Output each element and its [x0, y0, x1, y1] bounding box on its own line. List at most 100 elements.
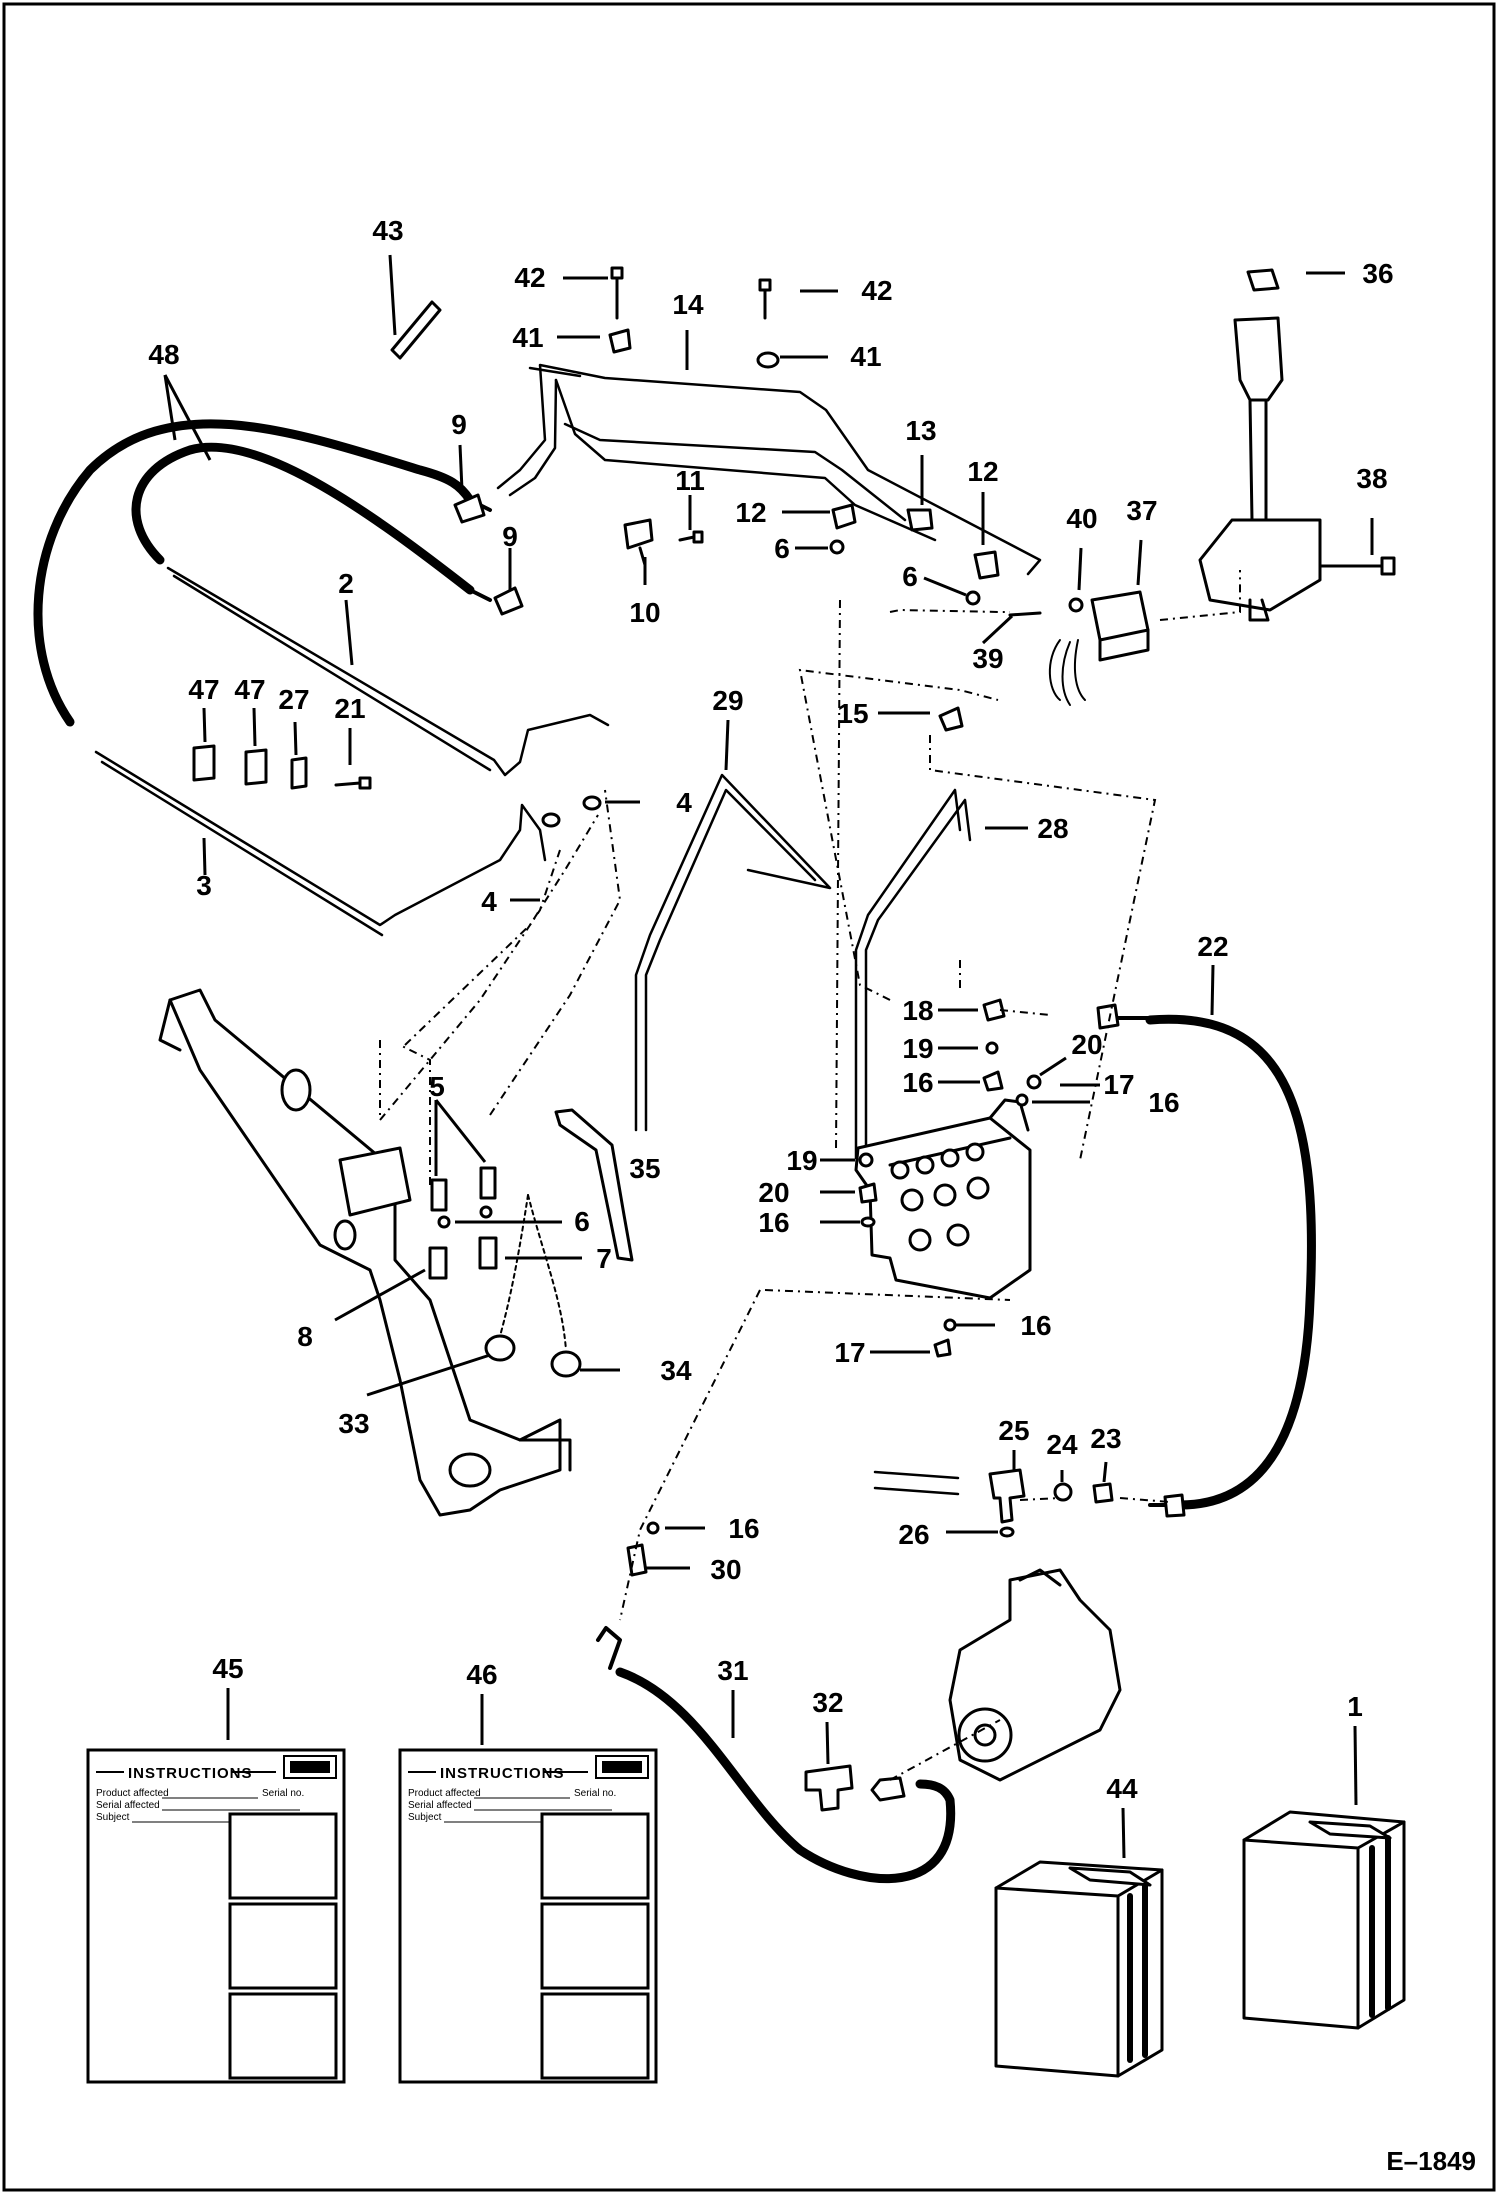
- sheet-45-line3: Subject: [96, 1812, 130, 1823]
- wiring-harness: [1048, 639, 1086, 706]
- part-31-hose: [596, 1626, 956, 1884]
- hydraulic-pump: [948, 1568, 1122, 1782]
- part-17-plug-upper: [1026, 1074, 1042, 1090]
- callout-48: 48: [148, 339, 179, 370]
- part-32-tee: [804, 1764, 854, 1812]
- callout-15: 15: [837, 698, 868, 729]
- callout-9-lower: 9: [502, 521, 518, 552]
- sheet-46-line2: Serial affected: [408, 1800, 472, 1811]
- callout-26: 26: [898, 1519, 929, 1550]
- callout-30: 30: [710, 1554, 741, 1585]
- callout-25: 25: [998, 1415, 1029, 1446]
- drawing-code: E–1849: [1386, 2146, 1476, 2176]
- callout-4-upper: 4: [676, 787, 692, 818]
- part-47-plate-left: [192, 744, 216, 782]
- part-4-nut-upper: [582, 795, 602, 811]
- callout-23: 23: [1090, 1423, 1121, 1454]
- callout-16-right: 16: [1148, 1087, 1179, 1118]
- callout-1: 1: [1347, 1691, 1363, 1722]
- part-9-fitting-upper: [453, 493, 486, 524]
- callout-38: 38: [1356, 463, 1387, 494]
- sheet-46-field-right: Serial no.: [574, 1788, 616, 1799]
- part-5-coupler-left: [430, 1178, 448, 1212]
- part-3-line: [94, 750, 547, 937]
- part-44-kit-box: [994, 1860, 1164, 2078]
- part-6-oring-coupler-right: [479, 1205, 493, 1219]
- callout-17-bottom: 17: [834, 1337, 865, 1368]
- part-29-line: [634, 773, 832, 1132]
- part-39-screw: [1008, 611, 1042, 617]
- part-5-coupler-right: [479, 1166, 497, 1200]
- callout-46: 46: [466, 1659, 497, 1690]
- callout-12-right: 12: [967, 456, 998, 487]
- callout-9-upper: 9: [451, 409, 467, 440]
- callout-3: 3: [196, 870, 212, 901]
- callout-17-upper: 17: [1103, 1069, 1134, 1100]
- part-19-oring-upper: [985, 1041, 999, 1055]
- callout-28: 28: [1037, 813, 1068, 844]
- callout-16-lower: 16: [758, 1207, 789, 1238]
- part-14-steel-tube: [496, 363, 1042, 576]
- part-34-dust-cap: [550, 1350, 582, 1378]
- part-36-cap: [1246, 268, 1280, 292]
- sheet-46-line3: Subject: [408, 1812, 442, 1823]
- callout-16-upper: 16: [902, 1067, 933, 1098]
- callout-33: 33: [338, 1408, 369, 1439]
- sheet-45-line2: Serial affected: [96, 1800, 160, 1811]
- sheet-45-title: INSTRUCTIONS: [128, 1765, 253, 1782]
- part-12-elbow-right: [973, 550, 1000, 580]
- part-6-oring-center: [829, 539, 845, 555]
- part-20-plug-lower: [858, 1182, 878, 1204]
- part-30-fitting: [626, 1543, 648, 1577]
- callout-47-left: 47: [188, 674, 219, 705]
- joystick-handle: [1198, 316, 1322, 622]
- part-4-nut-lower: [541, 812, 561, 828]
- part-9-fitting-lower: [493, 586, 524, 616]
- part-35-clip: [554, 1108, 634, 1262]
- callout-39: 39: [972, 643, 1003, 674]
- callout-29: 29: [712, 685, 743, 716]
- callout-16-bottom: 16: [1020, 1310, 1051, 1341]
- callout-45: 45: [212, 1653, 243, 1684]
- assembly-lines: [379, 570, 1241, 1781]
- part-42-bolt-right: [758, 278, 772, 320]
- callout-6-right: 6: [902, 561, 918, 592]
- callout-36: 36: [1362, 258, 1393, 289]
- part-40-washer: [1068, 597, 1084, 613]
- part-43-pin: [390, 300, 442, 360]
- part-46-instruction-sheet: INSTRUCTIONS Product affected Serial aff…: [398, 1748, 658, 2084]
- callout-18: 18: [902, 995, 933, 1026]
- part-18-fitting: [982, 998, 1006, 1022]
- part-25-tee: [988, 1468, 1026, 1524]
- part-16-oring-upper: [1015, 1093, 1029, 1107]
- callout-21: 21: [334, 693, 365, 724]
- callout-44: 44: [1106, 1773, 1138, 1804]
- callout-20-upper: 20: [1071, 1029, 1102, 1060]
- callout-5: 5: [429, 1071, 445, 1102]
- callout-7: 7: [596, 1243, 612, 1274]
- part-41-nut-left: [608, 328, 632, 354]
- part-28-line: [854, 788, 972, 1160]
- callout-6-center: 6: [774, 533, 790, 564]
- part-16-oring-bottom: [943, 1318, 957, 1332]
- suction-tube: [873, 1470, 960, 1496]
- sheet-45-field-right: Serial no.: [262, 1788, 304, 1799]
- callout-6-coupler: 6: [574, 1206, 590, 1237]
- callout-37: 37: [1126, 495, 1157, 526]
- callout-41-right: 41: [850, 341, 881, 372]
- chain: [499, 1194, 567, 1351]
- part-6-oring-coupler-left: [437, 1215, 451, 1229]
- callout-31: 31: [717, 1655, 748, 1686]
- callout-4-lower: 4: [481, 886, 497, 917]
- callout-35: 35: [629, 1153, 660, 1184]
- callout-19-lower: 19: [786, 1145, 817, 1176]
- part-41-nut-right: [756, 351, 780, 369]
- part-38-bolt: [1318, 556, 1396, 576]
- part-47-plate-right: [244, 748, 268, 786]
- part-2-line: [166, 566, 610, 777]
- callout-10: 10: [629, 597, 660, 628]
- part-16-oring-fitting-30: [646, 1521, 660, 1535]
- part-37-switch: [1090, 590, 1150, 662]
- callout-32: 32: [812, 1687, 843, 1718]
